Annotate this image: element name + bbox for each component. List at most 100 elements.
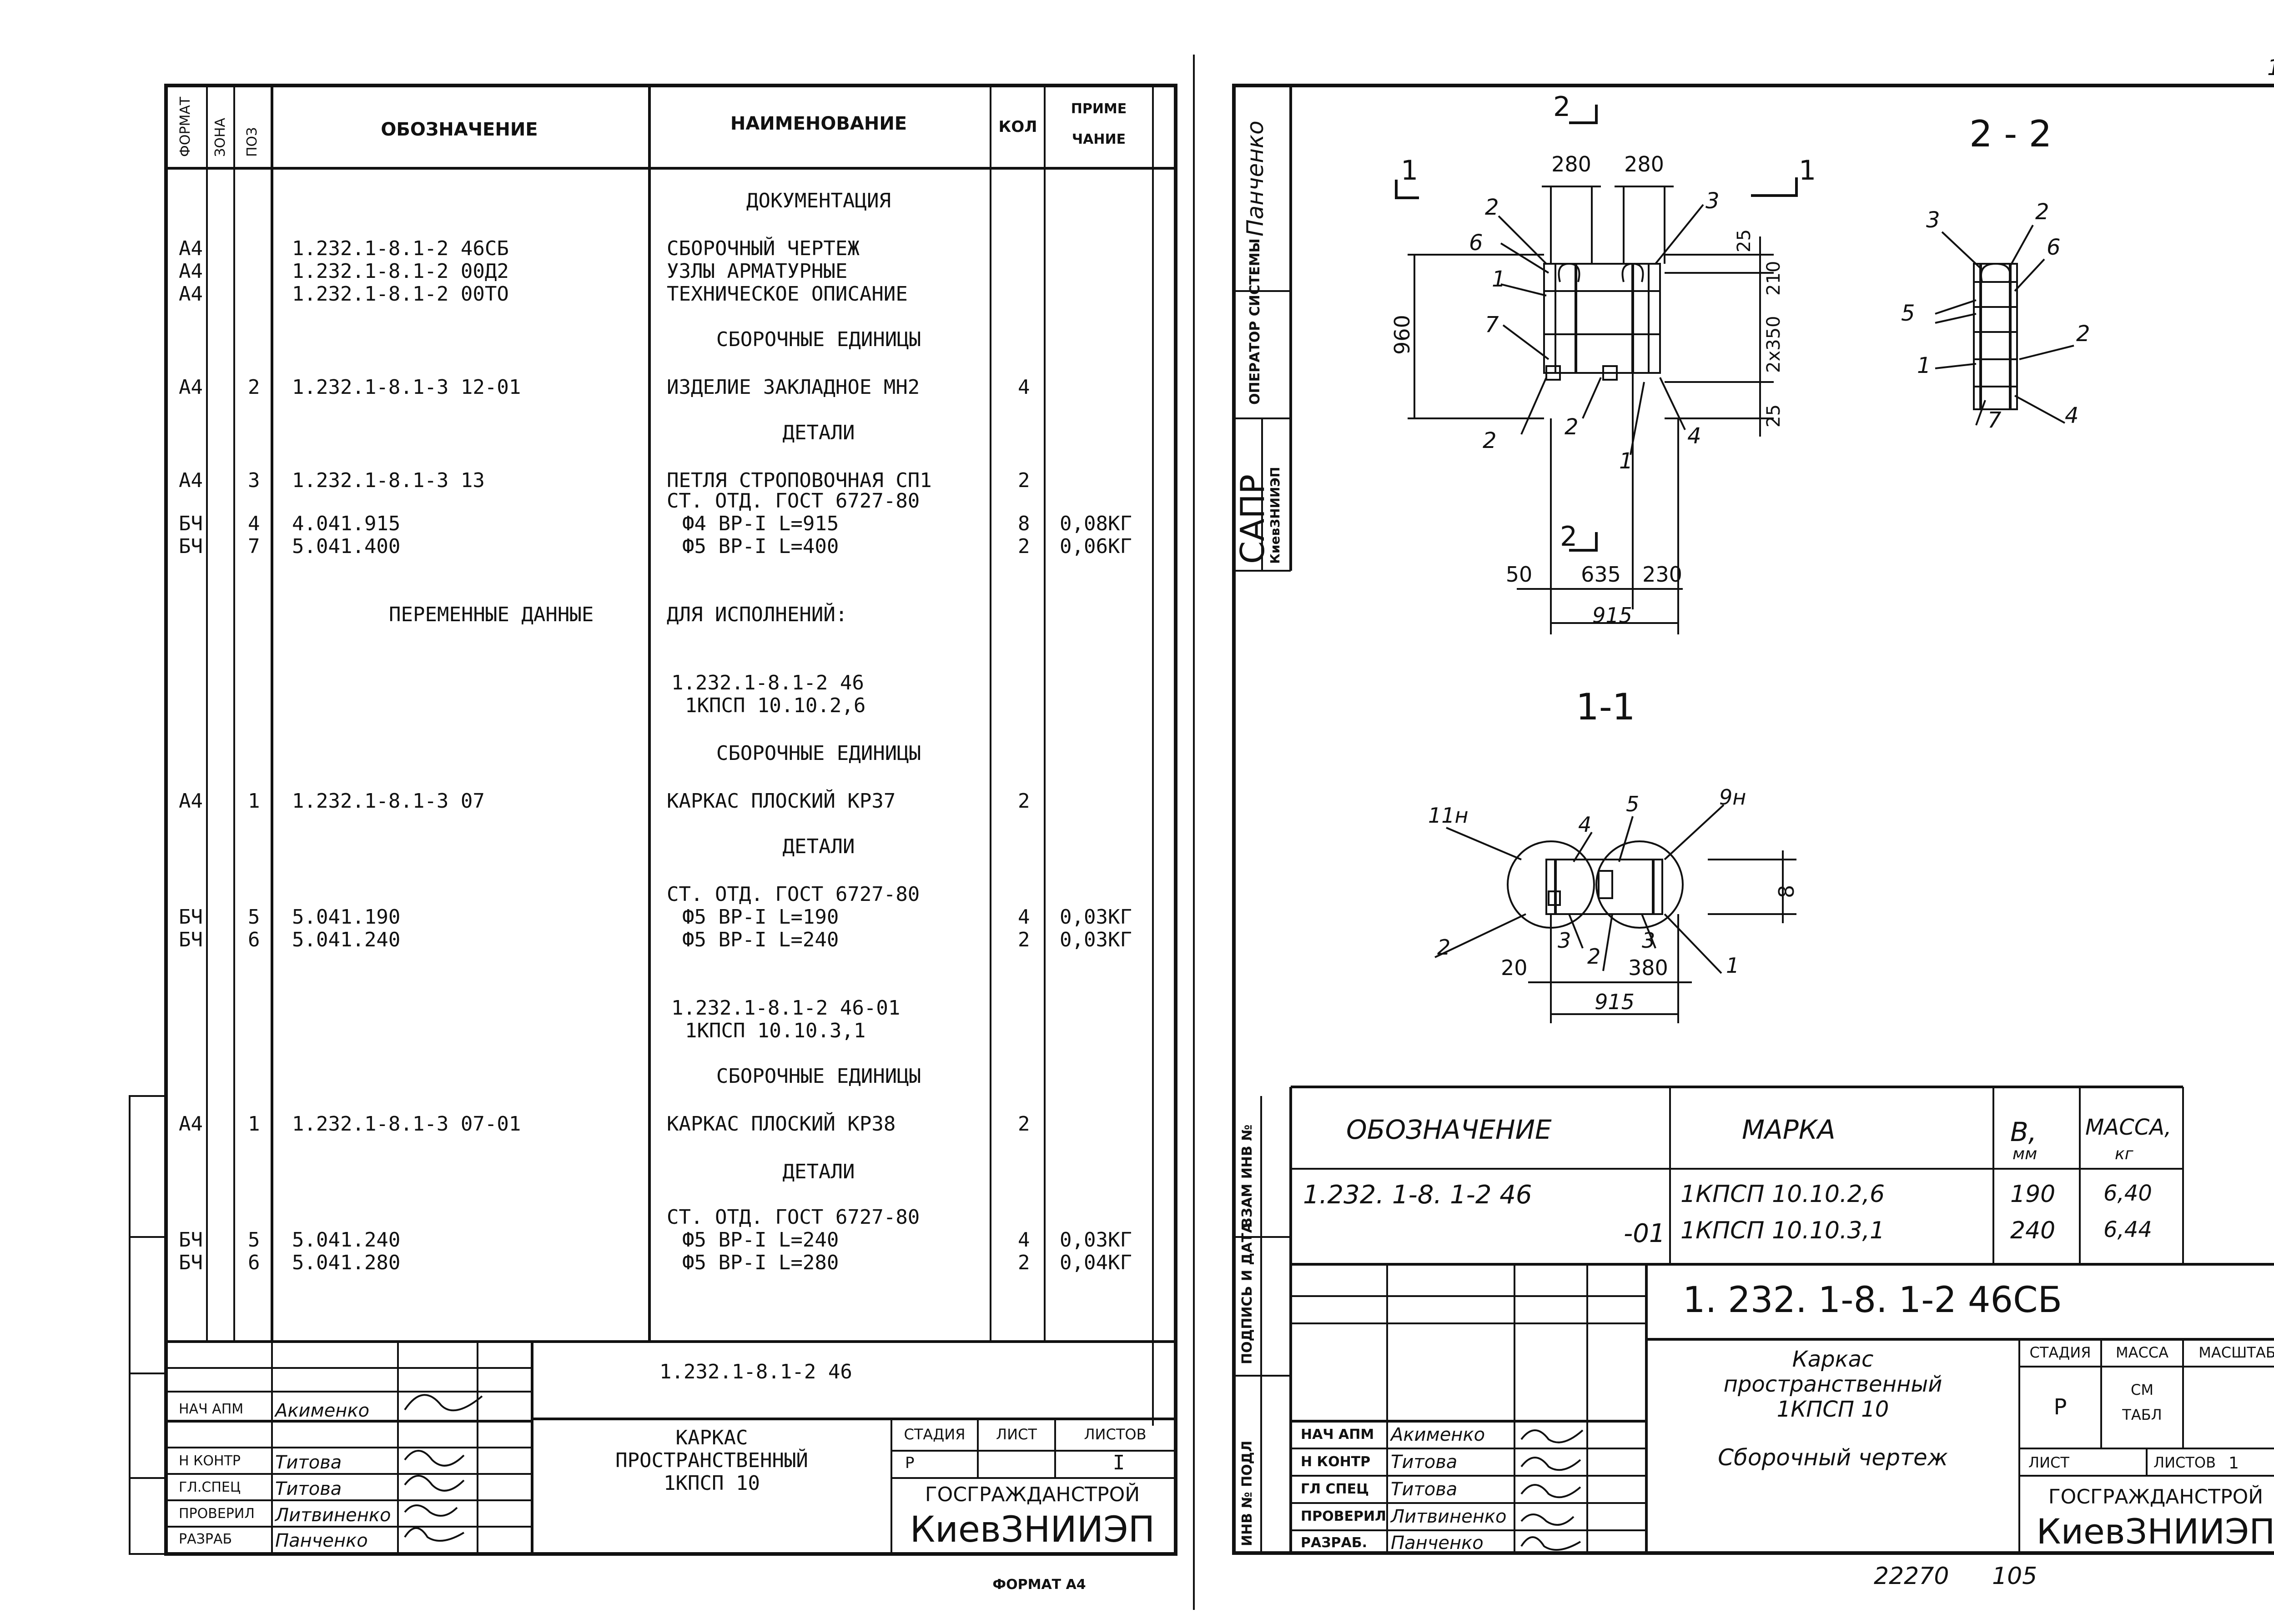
spec-cell-format: БЧ [179,512,203,535]
section-2-2-view [1935,225,2074,426]
drawing-role: ГЛ СПЕЦ [1301,1481,1369,1497]
spec-cell-pos: 6 [248,928,260,951]
spec-cell-designation: 5.041.400 [292,535,401,558]
spec-cell-format: А4 [179,237,203,260]
callout: 4 [2065,403,2079,428]
header-pos: ПОЗ [244,127,260,157]
spec-heading: ДОКУМЕНТАЦИЯ [746,189,891,212]
mark-table-header: МАРКА [1742,1114,1836,1145]
spec-cell-name: 1КПСП 10.10.3,1 [685,1019,866,1042]
spec-sheet-frame [129,84,1177,1556]
spec-cell-qty: 2 [1018,928,1030,951]
spec-org2: КиевЗНИИЭП [910,1509,1155,1550]
callout: 2 [1587,944,1601,969]
drawing-title-line: Каркас [1792,1347,1874,1372]
drawing-sheet-label: ЛИСТ [2028,1454,2069,1471]
spec-cell-qty: 8 [1018,512,1030,535]
spec-heading: ДЕТАЛИ [782,1160,855,1183]
side-stamp-org: КиевЗНИИЭП [1268,467,1283,564]
spec-cell-pos: 7 [248,535,260,558]
format-label: ФОРМАТ А4 [992,1577,1086,1593]
spec-cell-designation: 1.232.1-8.1-2 00ТО [292,282,509,306]
spec-cell-note: 0,03КГ [1060,905,1132,929]
spec-signer: Акименко [275,1400,370,1421]
spec-cell-qty: 2 [1018,1112,1030,1136]
spec-cell-designation: 5.041.190 [292,905,401,929]
spec-cell-note: 0,03КГ [1060,1228,1132,1252]
spec-cell-format: А4 [179,789,203,813]
callout: 1 [1726,953,1740,978]
spec-sheets-label: ЛИСТОВ [1084,1426,1147,1443]
section-mark-2: 2 [1553,91,1571,123]
spec-role: ГЛ.СПЕЦ [179,1479,241,1495]
dim-label: 635 [1581,562,1621,587]
spec-cell-format: БЧ [179,535,203,558]
callout: 7 [1485,312,1499,337]
spec-title-line: ПРОСТРАНСТВЕННЫЙ [615,1449,808,1472]
callout: 2 [2076,321,2090,347]
spec-heading: ДЕТАЛИ [782,835,855,858]
dim-label: 2х350 [1763,316,1784,373]
callout: 3 [1926,207,1940,233]
side-stamp-signer: Панченко [1242,121,1268,236]
spec-cell-note: 0,04КГ [1060,1251,1132,1274]
spec-cell-designation: 1.232.1-8.1-2 46СБ [292,237,509,260]
strip-label: ИНВ № ПОДЛ [1239,1440,1255,1546]
section-mark-1: 1 [1401,155,1419,186]
spec-cell-qty: 4 [1018,905,1030,929]
drawing-signer: Акименко [1391,1424,1485,1445]
drawing-code: 1. 232. 1-8. 1-2 46СБ [1683,1280,2063,1321]
callout: 4 [1578,812,1592,837]
spec-cell-name: Ф5 ВР-I L=280 [682,1251,839,1274]
dim-label: 8 [1774,885,1799,898]
drawing-mass-value: ТАБЛ [2122,1406,2162,1423]
spec-cell-note: 0,08КГ [1060,512,1132,535]
section-1-1-label: 1-1 [1576,686,1635,728]
mark-table-b: 190 [2010,1181,2056,1208]
strip-label: ВЗАМ ИНВ № [1239,1124,1255,1228]
spec-cell-format: А4 [179,376,203,399]
callout: 7 [1987,407,2002,433]
callout: 1 [1619,448,1633,474]
spec-cell-format: А4 [179,260,203,283]
header-zone: ЗОНА [212,118,228,157]
spec-cell-format: БЧ [179,1251,203,1274]
section-1-1-view [1434,804,1796,1023]
header-note-line1: ПРИМЕ [1071,101,1127,117]
drawing-role: ПРОВЕРИЛ [1301,1508,1386,1524]
spec-cell-qty: 2 [1018,1251,1030,1274]
callout: 1 [1917,353,1931,378]
spec-signatures [404,1394,483,1542]
spec-cell-name: ПЕТЛЯ СТРОПОВОЧНАЯ СП1 [667,469,932,492]
header-name: НАИМЕНОВАНИЕ [730,113,907,134]
drawing-role: РАЗРАБ. [1301,1535,1367,1551]
drawing-signer: Титова [1391,1479,1458,1500]
spec-cell-pos: 1 [248,789,260,813]
spec-cell-name: 1КПСП 10.10.2,6 [685,694,866,717]
drawing-title-line: пространственный [1723,1372,1942,1397]
drawing-signer: Панченко [1391,1533,1484,1554]
spec-role: РАЗРАБ [179,1531,232,1547]
spec-cell-qty: 4 [1018,376,1030,399]
header-format: ФОРМАТ [177,96,193,157]
spec-heading: СБОРОЧНЫЕ ЕДИНИЦЫ [716,328,921,351]
mark-table-mark: 1КПСП 10.10.2,6 [1680,1181,1885,1208]
spec-cell-designation: 1.232.1-8.1-3 12-01 [292,376,521,399]
drawing-signer: Литвиненко [1391,1506,1507,1527]
spec-org1: ГОСГРАЖДАНСТРОЙ [925,1483,1140,1506]
spec-cell-format: А4 [179,1112,203,1136]
spec-cell-designation: 1.232.1-8.1-2 00Д2 [292,260,509,283]
spec-cell-qty: 2 [1018,469,1030,492]
drawing-org2: КиевЗНИИЭП [2036,1511,2274,1552]
spec-cell-name: ИЗДЕЛИЕ ЗАКЛАДНОЕ МН2 [667,376,920,399]
drawing-org1: ГОСГРАЖДАНСТРОЙ [2048,1485,2264,1508]
dim-label: 960 [1390,315,1414,355]
spec-heading: СБОРОЧНЫЕ ЕДИНИЦЫ [716,742,921,765]
mark-table-header: В, [2010,1116,2037,1147]
spec-stage-value: Р [905,1454,915,1472]
callout: 1 [1492,266,1506,292]
dim-label: 210 [1763,261,1784,296]
header-qty: КОЛ [998,118,1037,136]
